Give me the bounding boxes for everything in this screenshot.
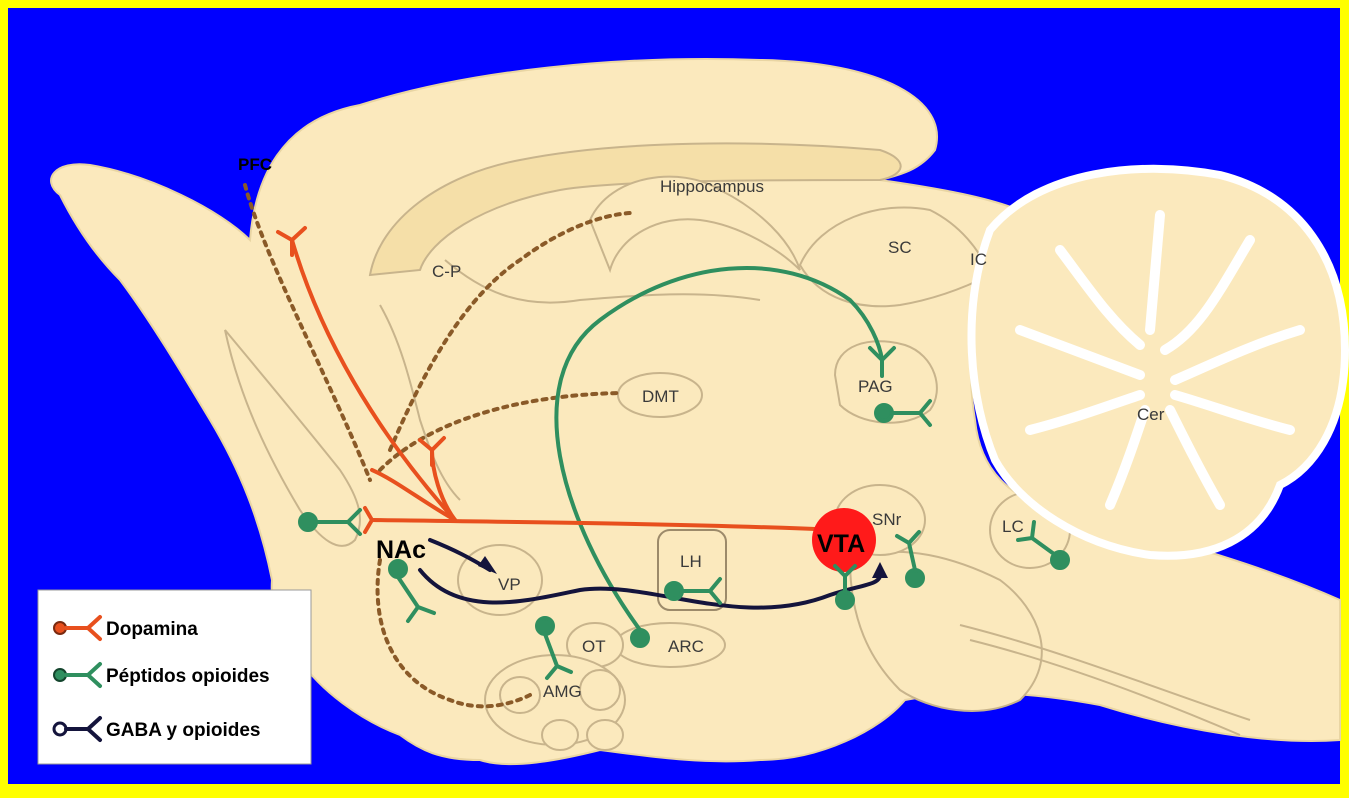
legend-label-gaba: GABA y opioides [106,720,260,741]
label-vta: VTA [817,530,865,558]
label-vp: VP [498,575,521,594]
label-sc: SC [888,238,912,257]
label-ic: IC [970,250,987,269]
label-ot: OT [582,637,606,656]
label-hippocampus: Hippocampus [660,177,764,196]
label-arc: ARC [668,637,704,656]
label-nac: NAc [376,536,426,564]
amg-nucleus-3 [542,720,578,750]
amg-nucleus-1 [500,677,540,713]
legend: Dopamina Péptidos opioides GABA y opioid… [38,590,311,764]
label-pag: PAG [858,377,893,396]
label-snr: SNr [872,510,902,529]
legend-label-dopamine: Dopamina [106,619,198,640]
legend-label-opioid: Péptidos opioides [106,666,270,687]
amg-nucleus-4 [587,720,623,750]
label-amg: AMG [543,682,582,701]
label-dmt: DMT [642,387,679,406]
label-lc: LC [1002,517,1024,536]
label-cer: Cer [1137,405,1165,424]
label-pfc: PFC [238,155,272,174]
label-cp: C-P [432,262,461,281]
amg-nucleus-2 [580,670,620,710]
label-lh: LH [680,552,702,571]
